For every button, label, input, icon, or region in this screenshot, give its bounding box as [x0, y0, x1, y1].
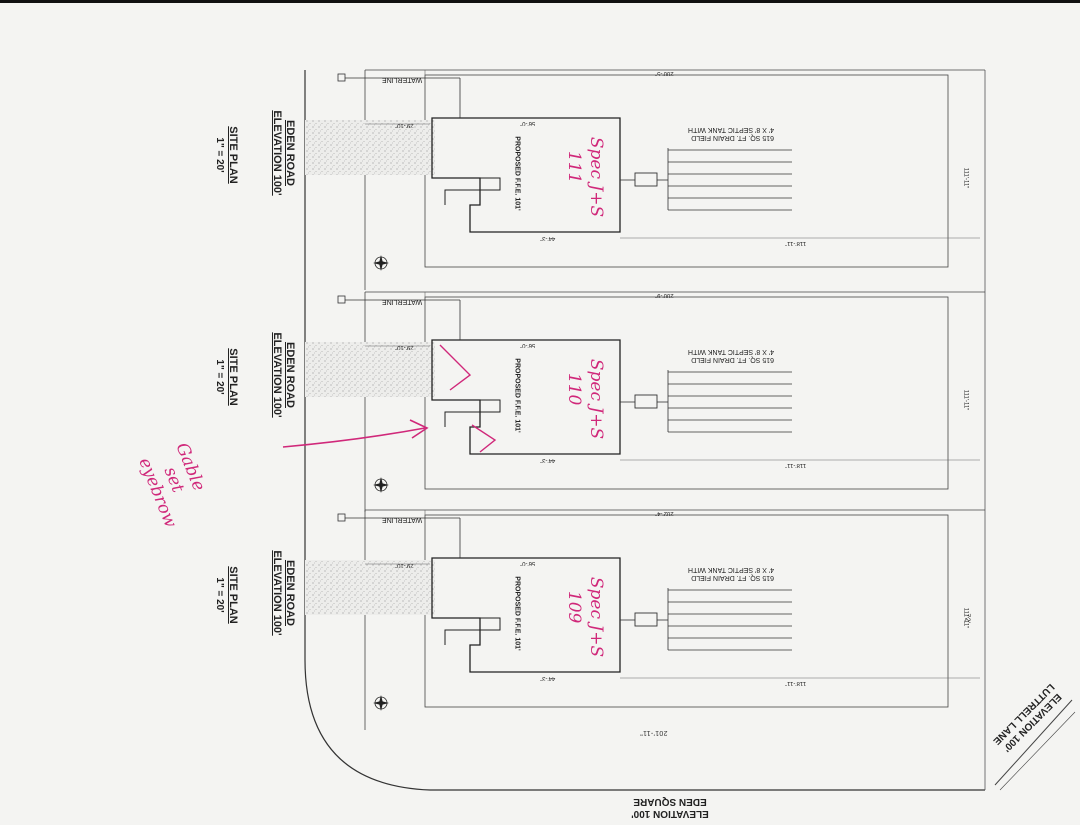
setback-dimension: 118'-11"	[785, 680, 807, 686]
waterline-label: WATERLINE	[382, 516, 423, 523]
front-setback-dimension: 29'-10"	[395, 344, 414, 350]
garage-notch	[432, 399, 501, 427]
handwritten-arrow	[282, 344, 497, 453]
road-edge-line	[304, 70, 985, 791]
lot-2	[305, 291, 985, 512]
garage-notch	[432, 177, 501, 205]
septic-tank	[634, 612, 658, 627]
house-width-dimension: 44'-3"	[540, 457, 556, 463]
bottom-street-label: ELEVATION 100' EDEN SQUARE	[631, 796, 709, 819]
waterline-label: WATERLINE	[382, 76, 423, 83]
house-depth-dimension: 56'-0"	[520, 560, 536, 566]
house-depth-dimension: 56'-0"	[520, 120, 536, 126]
lot-width-dimension: 111'-11"	[962, 167, 969, 189]
lot-depth-dimension: 200'-5"	[655, 70, 674, 76]
setback-dimension: 118'-11"	[785, 240, 807, 246]
house-label: PROPOSED F.F.E. 101'	[513, 358, 521, 433]
driveway-stipple	[305, 120, 435, 175]
house-label: PROPOSED F.F.E. 101'	[513, 136, 521, 211]
driveway-stipple	[305, 342, 435, 397]
lot-1	[305, 69, 985, 290]
driveway-stipple	[305, 560, 435, 615]
lot-width-dimension: 111'-11"	[962, 389, 969, 411]
lot-3	[305, 509, 985, 730]
north-arrow-icon	[373, 255, 389, 271]
setback-dimension: 118'-11"	[785, 462, 807, 468]
house-label: PROPOSED F.F.E. 101'	[513, 576, 521, 651]
house-width-dimension: 44'-3"	[540, 235, 556, 241]
water-meter-box	[337, 295, 346, 304]
septic-tank	[634, 172, 658, 187]
lot-depth-dimension: 202'-4"	[655, 510, 674, 516]
lot3-width-dimension: 72'	[963, 613, 971, 624]
house-width-dimension: 44'-3"	[540, 675, 556, 681]
bottom-dimension: 201'-11"	[640, 729, 668, 736]
north-arrow-icon	[373, 695, 389, 711]
corner-road-line	[994, 699, 1073, 786]
water-meter-box	[337, 513, 346, 522]
garage-notch	[432, 617, 501, 645]
lot-depth-dimension: 200'-9"	[655, 292, 674, 298]
water-meter-box	[337, 73, 346, 82]
front-setback-dimension: 29'-10"	[395, 122, 414, 128]
scan-top-border	[0, 0, 1080, 3]
north-arrow-icon	[373, 477, 389, 493]
waterline-label: WATERLINE	[382, 298, 423, 305]
septic-tank	[634, 394, 658, 409]
house-depth-dimension: 56'-0"	[520, 342, 536, 348]
front-setback-dimension: 29'-10"	[395, 562, 414, 568]
